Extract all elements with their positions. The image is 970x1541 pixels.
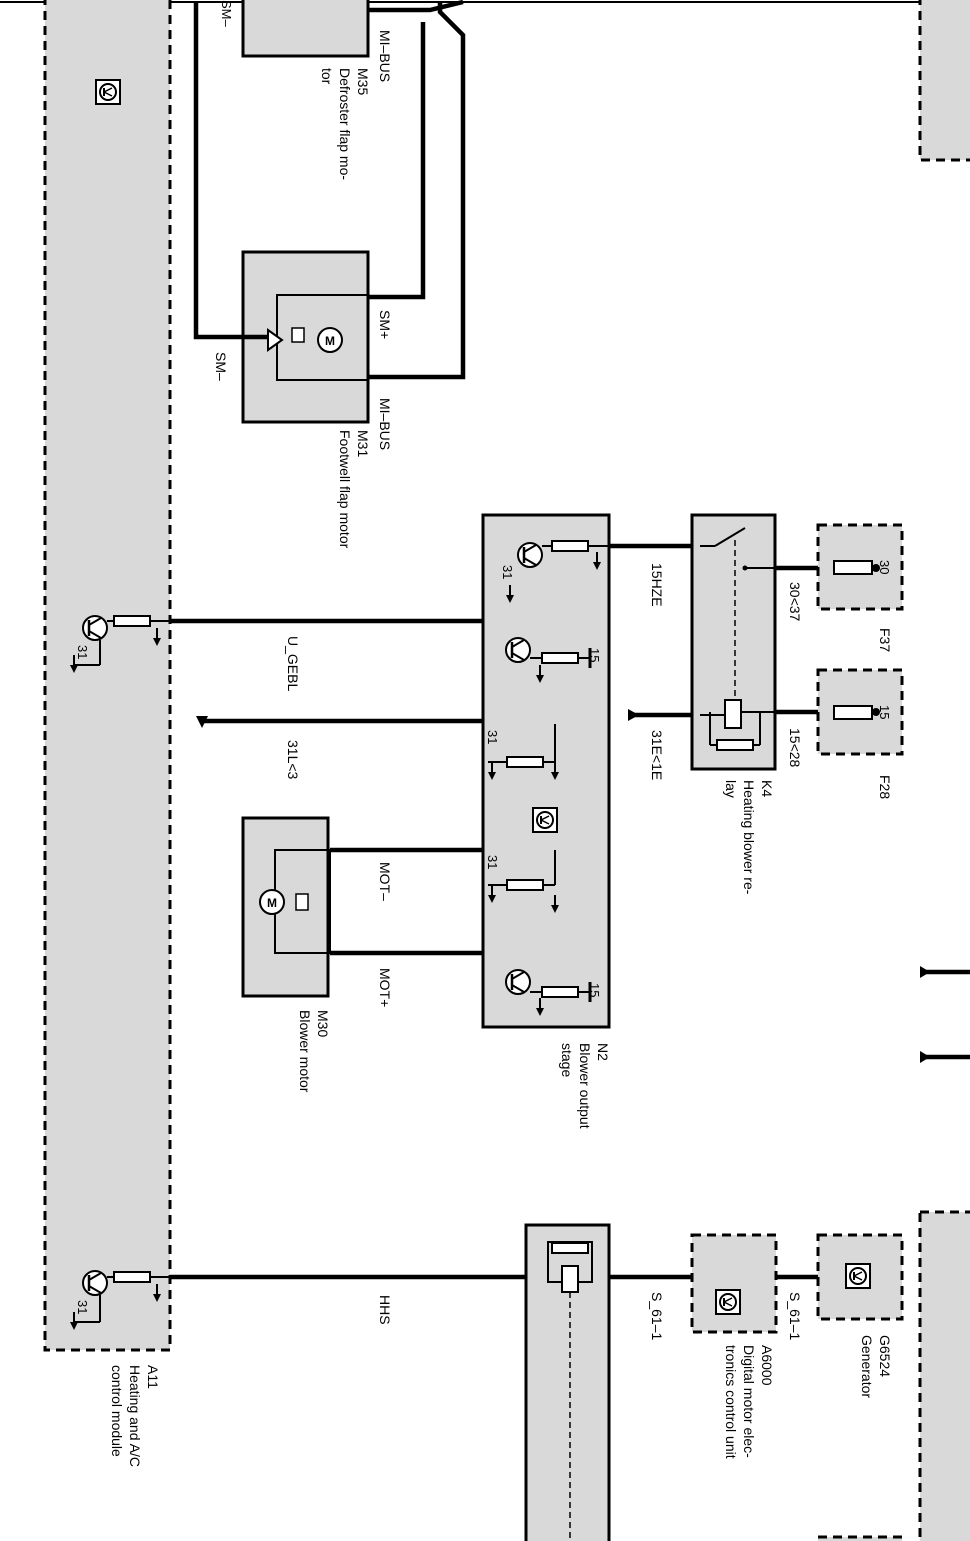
g6524-name: Generator (859, 1335, 875, 1398)
m30-name: Blower motor (297, 1010, 313, 1093)
n2-component (481, 513, 611, 1029)
signal-s61: S_61–1 (787, 1292, 803, 1340)
a11-transistor-lower (69, 1269, 170, 1331)
signal-s61: S_61–1 (649, 1292, 665, 1340)
pin-31: 31 (75, 645, 90, 659)
pin-15: 15 (587, 648, 602, 662)
wire-sm-minus (193, 2, 268, 340)
svg-text:M: M (325, 334, 335, 348)
svg-text:M: M (267, 896, 277, 910)
ecu-icon (95, 79, 121, 105)
signal-mot-minus: MOT– (377, 862, 393, 901)
k4-id: K4 (759, 780, 775, 797)
n2-name-2: stage (559, 1043, 575, 1077)
m35-name-2: tor (319, 68, 335, 85)
g6524-component (816, 1233, 904, 1321)
m35-component (241, 0, 370, 58)
signal-u-gebl: U_GEBL (285, 636, 301, 691)
signal-sm-minus: SM– (213, 352, 229, 381)
a6000-name-2: tronics control unit (723, 1345, 739, 1459)
a6000-name: Digital motor elec- (741, 1345, 757, 1458)
pin-15: 15 (877, 705, 892, 719)
a11-name: Heating and A/C (127, 1365, 143, 1467)
a11-id: A11 (145, 1365, 161, 1389)
a11-transistor-upper (69, 614, 170, 674)
m35-name: Defroster flap mo- (337, 68, 353, 180)
f37-fuse (816, 523, 904, 611)
signal-sm-plus: SM+ (377, 310, 393, 339)
m30-id: M30 (315, 1010, 331, 1037)
a11-name-2: control module (109, 1365, 125, 1457)
pin-15: 15 (587, 983, 602, 997)
pin-31: 31 (485, 730, 500, 744)
relay-module-lower (524, 1223, 611, 1541)
n2-name: Blower output (577, 1043, 593, 1129)
m31-name: Footwell flap motor (337, 430, 353, 549)
signal-15-28: 15<28 (787, 728, 803, 768)
k4-component (690, 513, 777, 771)
m30-component: M (241, 816, 331, 998)
signal-mi-bus-m31: MI–BUS (377, 398, 393, 450)
ecu-icon (845, 1263, 871, 1289)
f37-id: F37 (877, 628, 893, 652)
signal-15hze: 15HZE (649, 563, 665, 607)
pin-31: 31 (485, 855, 500, 869)
ecu-icon (715, 1289, 741, 1315)
signal-sm-top: SM– (219, 0, 234, 28)
wire-mi-bus-top (368, 0, 464, 13)
signal-31e: 31E<1E (649, 730, 665, 780)
k4-name: Heating blower re- (741, 780, 757, 895)
motor-icon (259, 889, 285, 915)
wire-sm-plus (368, 22, 426, 300)
ecu-icon (532, 807, 558, 833)
motor-icon (317, 327, 343, 353)
signal-30-37: 30<37 (787, 582, 803, 622)
edge-module-top (918, 0, 970, 162)
m35-id: M35 (355, 68, 371, 95)
a6000-id: A6000 (759, 1345, 775, 1386)
edge-module-bottom-2 (816, 1535, 904, 1541)
signal-hhs: HHS (377, 1295, 393, 1325)
f28-id: F28 (877, 775, 893, 799)
pin-30: 30 (877, 560, 892, 574)
signal-31l: 31L<3 (285, 740, 301, 780)
pin-31: 31 (500, 565, 515, 579)
a11-module (43, 0, 172, 1352)
signal-mi-bus: MI–BUS (377, 30, 393, 82)
k4-name-2: lay (723, 780, 739, 798)
pin-31: 31 (75, 1300, 90, 1314)
a6000-component (690, 1233, 778, 1334)
f28-fuse (816, 668, 904, 756)
edge-module-bottom (918, 1210, 970, 1541)
n2-id: N2 (595, 1043, 611, 1061)
signal-mot-plus: MOT+ (377, 968, 393, 1007)
g6524-id: G6524 (877, 1335, 893, 1377)
m31-id: M31 (355, 430, 371, 457)
